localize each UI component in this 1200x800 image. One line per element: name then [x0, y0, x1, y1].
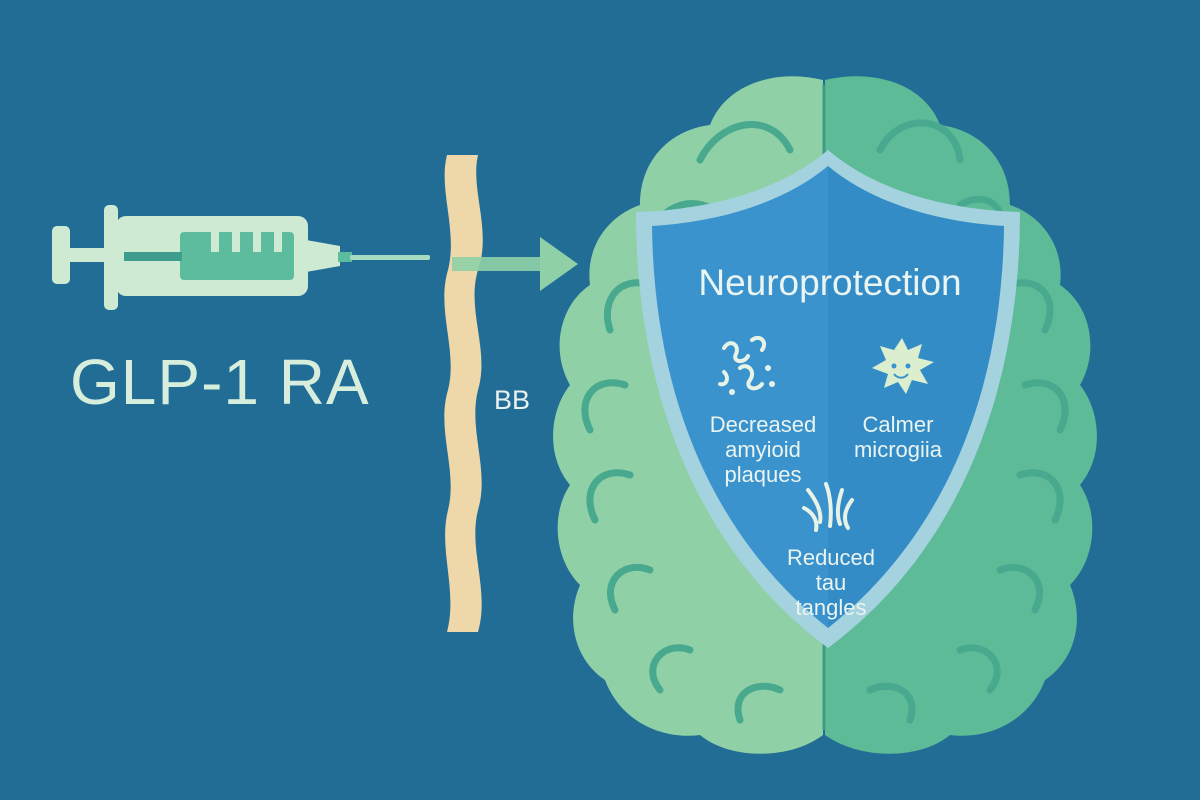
effect-line: tangles [795, 595, 867, 620]
effect-line: Calmer [862, 412, 934, 437]
amyloid-plaques-icon [718, 335, 775, 395]
effect-line: amyioid [725, 437, 801, 462]
barrier-label: BB [494, 385, 531, 415]
effect-line: Reduced [786, 545, 876, 570]
effect-microglia-label: Calmer microgiia [823, 412, 973, 462]
syringe-liquid [180, 232, 294, 280]
syringe-plunger-cap [52, 226, 70, 284]
syringe-plunger-inner [124, 252, 182, 261]
effect-line: Decreased [709, 412, 817, 437]
effect-line: microgiia [853, 437, 943, 462]
effect-line: plaques [724, 462, 802, 487]
arrow-icon [452, 237, 578, 291]
tau-tangles-icon [802, 482, 854, 532]
effect-tau-label: Reduced tau tangles [756, 545, 906, 620]
syringe-tick [211, 232, 219, 252]
microglia-icon [872, 338, 934, 394]
shield-icon [636, 150, 1020, 648]
drug-label: GLP-1 RA [70, 346, 370, 418]
syringe-hub [306, 240, 340, 272]
syringe-plunger-rod [66, 248, 122, 262]
syringe-hub-ring [338, 252, 352, 262]
syringe-tick [232, 232, 240, 252]
shield-title: Neuroprotection [698, 262, 962, 303]
syringe-tick [274, 232, 282, 252]
syringe-icon [52, 205, 430, 310]
barrier-wall [444, 155, 483, 632]
shield-shade [828, 166, 1004, 628]
effect-line: tau [815, 570, 847, 595]
syringe-needle [350, 255, 430, 260]
effect-amyloid-label: Decreased amyioid plaques [688, 412, 838, 487]
syringe-tick [253, 232, 261, 252]
